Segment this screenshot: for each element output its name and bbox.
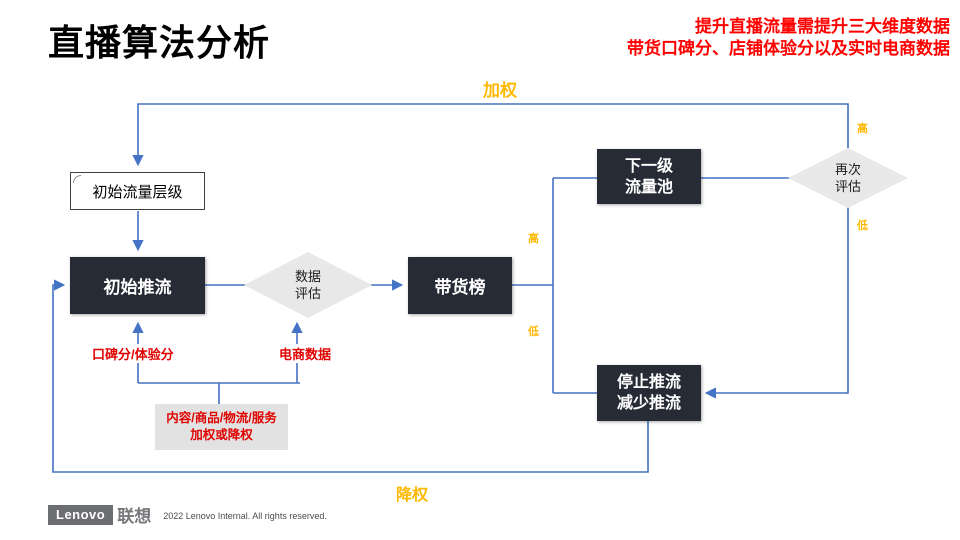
lenovo-logo-cn: 联想 (117, 507, 152, 526)
node-next-traffic-pool-line1: 下一级 (624, 157, 673, 175)
weight-up-label: 加权 (483, 81, 517, 100)
node-next-traffic-pool: 下一级 流量池 (597, 149, 701, 204)
node-sales-rank: 带货榜 (408, 257, 512, 314)
node-adjust-factors: 内容/商品/物流/服务 加权或降权 (155, 404, 288, 450)
ecommerce-metric-label: 电商数据 (277, 344, 334, 363)
lenovo-logo: Lenovo (48, 504, 114, 525)
node-initial-traffic-level: 初始流量层级 (70, 172, 205, 210)
key-insight-line1: 提升直播流量需提升三大维度数据 (695, 17, 950, 36)
node-data-evaluation-line1: 数据 (294, 269, 321, 284)
node-initial-push-label: 初始推流 (103, 278, 172, 297)
node-sales-rank-label: 带货榜 (434, 278, 486, 297)
branch-high-mid-label: 高 (528, 233, 539, 245)
branch-low-right-label: 低 (857, 220, 868, 232)
node-re-evaluation-line1: 再次 (834, 162, 861, 177)
weight-down-label: 降权 (396, 487, 429, 504)
node-stop-push: 停止推流 减少推流 (597, 365, 701, 421)
key-insight-line2: 带货口碑分、店铺体验分以及实时电商数据 (627, 39, 950, 58)
node-initial-push: 初始推流 (70, 257, 205, 314)
branch-low-mid-label: 低 (528, 326, 539, 338)
node-next-traffic-pool-line2: 流量池 (624, 178, 673, 196)
node-stop-push-line2: 减少推流 (616, 395, 681, 412)
node-re-evaluation-line2: 评估 (834, 179, 861, 194)
score-metric-label: 口碑分/体验分 (90, 344, 176, 363)
key-insight-note: 提升直播流量需提升三大维度数据 带货口碑分、店铺体验分以及实时电商数据 (627, 16, 950, 60)
corner-mark (73, 175, 81, 183)
node-stop-push-line1: 停止推流 (616, 374, 681, 391)
node-initial-traffic-level-label: 初始流量层级 (92, 183, 183, 201)
footer: Lenovo 联想 2022 Lenovo Internal. All righ… (48, 502, 327, 527)
branch-high-right-label: 高 (857, 123, 868, 135)
copyright-text: 2022 Lenovo Internal. All rights reserve… (163, 511, 327, 521)
node-adjust-factors-line2: 加权或降权 (190, 428, 253, 442)
node-adjust-factors-line1: 内容/商品/物流/服务 (166, 411, 277, 425)
page-title: 直播算法分析 (48, 22, 271, 63)
node-data-evaluation-line2: 评估 (294, 286, 321, 301)
